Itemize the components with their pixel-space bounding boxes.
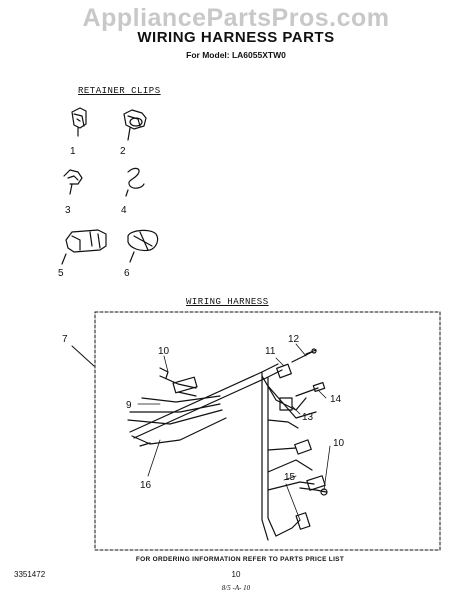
wiring-harness-drawing	[127, 348, 328, 541]
ordering-note: FOR ORDERING INFORMATION REFER TO PARTS …	[135, 556, 345, 563]
harness-label-7: 7	[62, 334, 68, 345]
retainer-clip-5-drawing	[61, 229, 107, 265]
clip-label-2: 2	[120, 146, 126, 157]
document-number: 3351472	[14, 570, 46, 579]
wiring-harness-heading: WIRING HARNESS	[186, 297, 269, 307]
clip-label-1: 1	[70, 146, 76, 157]
retainer-clip-3-drawing	[63, 169, 83, 195]
harness-label-10-lower: 10	[333, 438, 345, 449]
page-number: 10	[231, 570, 241, 579]
harness-label-15: 15	[284, 472, 296, 483]
retainer-clip-2-drawing	[123, 109, 147, 141]
clip-label-3: 3	[65, 205, 71, 216]
harness-label-9: 9	[126, 400, 132, 411]
harness-label-13: 13	[302, 412, 314, 423]
harness-label-11: 11	[265, 346, 276, 357]
retainer-clip-4-drawing	[125, 167, 145, 197]
harness-label-12: 12	[288, 334, 300, 345]
model-line: For Model: LA6055XTW0	[186, 50, 286, 60]
page-title: WIRING HARNESS PARTS	[137, 29, 335, 46]
harness-label-14: 14	[330, 394, 342, 405]
clip-label-5: 5	[58, 268, 64, 279]
harness-label-10-upper: 10	[158, 346, 170, 357]
watermark-text: AppliancePartsPros.com	[82, 4, 390, 32]
retainer-clips-heading: RETAINER CLIPS	[78, 86, 161, 96]
clip-label-4: 4	[121, 205, 127, 216]
retainer-clip-6-drawing	[127, 229, 159, 263]
revision-mark: 8/5 -A- 10	[221, 584, 251, 592]
retainer-clip-1-drawing	[71, 107, 87, 137]
clip-label-6: 6	[124, 268, 130, 279]
harness-label-16: 16	[140, 480, 152, 491]
